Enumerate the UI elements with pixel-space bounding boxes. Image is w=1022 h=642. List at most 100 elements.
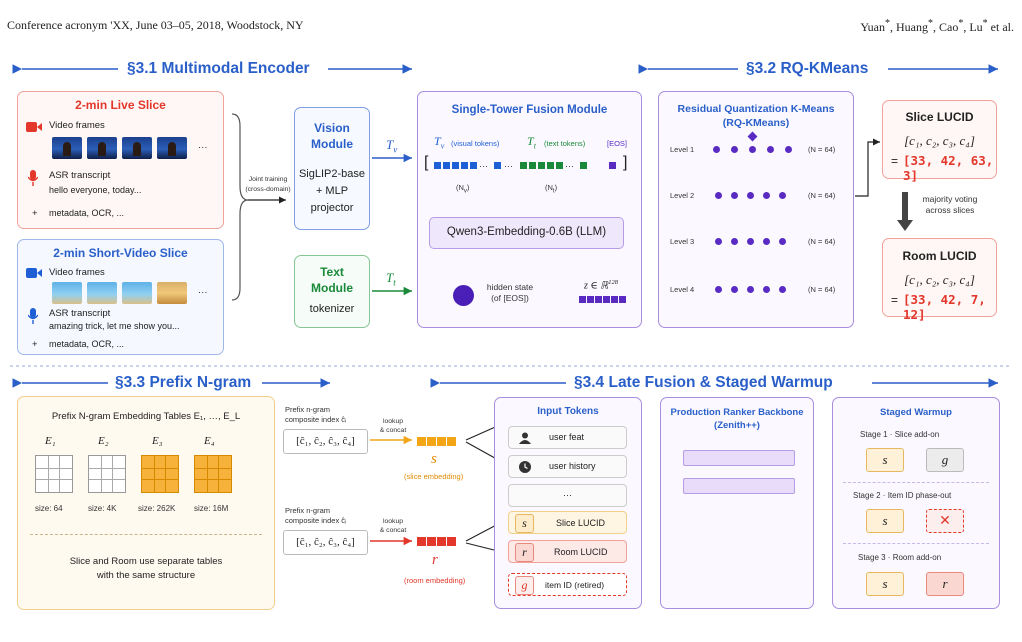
ranker-layer (683, 450, 795, 466)
author: Huang (895, 20, 928, 34)
item-token-symbol: g (515, 576, 534, 595)
text-module-title: Text Module (295, 264, 369, 296)
voting-line2: across slices (925, 205, 975, 215)
text-token (580, 162, 587, 169)
live-frame-thumbnail (122, 137, 152, 159)
table-size: size: 262K (138, 504, 176, 513)
room-token-symbol: r (515, 543, 534, 562)
running-header-left: Conference acronym 'XX, June 03–05, 2018… (7, 18, 304, 32)
cluster-node (747, 286, 754, 293)
room-embedding-symbol: r (432, 552, 438, 568)
embedding-table-grid (88, 455, 126, 493)
visual-token (434, 162, 441, 169)
removed-item-icon: ✕ (926, 509, 964, 533)
text-title-line1: Text (320, 265, 344, 279)
vision-body-line3: projector (310, 202, 354, 214)
tt-subscript: t (533, 141, 536, 151)
short-frame-thumbnail (157, 282, 187, 304)
table-size: size: 16M (194, 504, 229, 513)
microphone-icon (28, 308, 38, 324)
cluster-node (731, 146, 738, 153)
visual-token (461, 162, 468, 169)
slice-lucid-vars: [c₁, c₂, c₃, c₄] (904, 133, 975, 148)
llm-label: Qwen3-Embedding-0.6B (LLM) (446, 226, 607, 238)
majority-voting-label: majority voting across slices (920, 194, 980, 216)
short-asr-text: amazing trick, let me show you... (49, 321, 180, 331)
token-user-feat: user feat (508, 426, 627, 449)
text-token-desc: (text tokens) (544, 139, 586, 148)
embedding-cell (587, 296, 594, 303)
vision-module: Vision Module SigLIP2-base + MLP project… (294, 107, 370, 230)
rq-title-line1: Residual Quantization K-Means (677, 103, 835, 115)
embedding-table-grid (35, 455, 73, 493)
nt-prefix: (N (545, 183, 553, 192)
cluster-node (715, 238, 722, 245)
embedding-table-grid (194, 455, 232, 493)
live-slice-panel: 2-min Live Slice Video frames ··· ASR tr… (17, 91, 224, 229)
nv-prefix: (N (456, 183, 464, 192)
slice-embedding-desc: (slice embedding) (404, 472, 464, 481)
visual-token (494, 162, 501, 169)
user-icon (519, 432, 531, 444)
cluster-node (763, 192, 770, 199)
cluster-node (731, 192, 738, 199)
cluster-node (713, 146, 720, 153)
lookup-concat-label: lookup & concat (375, 417, 411, 435)
slice-token-symbol: s (866, 572, 904, 596)
visual-token (452, 162, 459, 169)
room-token-symbol: r (926, 572, 964, 596)
tv-subscript: v (440, 141, 445, 151)
prefix-divider (30, 534, 262, 535)
tt-symbol: T (386, 270, 394, 285)
short-video-slice-panel: 2-min Short-Video Slice Video frames ···… (17, 239, 224, 355)
ngram-slice-label: Prefix n-gram composite index ĉᵢ (285, 405, 346, 425)
embedding-cell (595, 296, 602, 303)
text-title-line2: Module (311, 281, 353, 295)
vision-title-line1: Vision (314, 121, 350, 135)
live-frame-thumbnail (87, 137, 117, 159)
room-lucid-title: Room LUCID (902, 249, 977, 263)
level-label: Level 3 (670, 237, 695, 246)
prefix-note-line2: with the same structure (96, 570, 196, 581)
live-video-label: Video frames (49, 120, 105, 131)
token-label: user history (549, 461, 596, 471)
plus-sign: + (32, 339, 38, 350)
visual-token (470, 162, 477, 169)
plus-sign: + (32, 208, 38, 219)
ellipsis: ··· (198, 287, 208, 298)
video-camera-icon (26, 268, 42, 278)
hidden-state-line1: hidden state (486, 282, 534, 292)
level-label: Level 1 (670, 145, 695, 154)
tt-arrow-label: Tt (386, 270, 396, 288)
token-dots: ··· (563, 490, 572, 500)
cluster-node (715, 192, 722, 199)
short-metadata: metadata, OCR, ... (49, 339, 125, 349)
lookup-line2: & concat (379, 527, 407, 534)
ranker-title-line1: Production Ranker Backbone (670, 407, 804, 418)
token-user-history: user history (508, 455, 627, 478)
slice-composite-index: [ĉ₁, ĉ₂, ĉ₃, ĉ₄] (296, 435, 355, 447)
text-module: Text Module tokenizer (294, 255, 370, 328)
cluster-node (731, 286, 738, 293)
staged-warmup-panel: Staged Warmup Stage 1 · Slice add-on s g… (832, 397, 1000, 609)
live-frame-thumbnail (157, 137, 187, 159)
lookup-line1: lookup (382, 418, 404, 425)
table-size: size: 64 (35, 504, 63, 513)
llm-block: Qwen3-Embedding-0.6B (LLM) (429, 217, 624, 249)
prefix-note-line1: Slice and Room use separate tables (69, 556, 223, 567)
vision-module-body: SigLIP2-base + MLP projector (295, 166, 369, 217)
live-asr-text: hello everyone, today... (49, 185, 142, 195)
slice-lucid-title: Slice LUCID (905, 110, 974, 124)
codebook-size: (N = 64) (808, 285, 836, 294)
token-label: user feat (549, 432, 585, 442)
slice-token-symbol: s (866, 509, 904, 533)
clock-icon (519, 461, 531, 473)
ranker-layer (683, 478, 795, 494)
embedding-cell (603, 296, 610, 303)
token-label: Slice LUCID (556, 518, 606, 528)
tv-symbol: T (386, 137, 394, 152)
stage-divider (843, 543, 989, 544)
tt-subscript: t (393, 277, 396, 288)
room-embedding-cell (417, 537, 426, 546)
embedding-table-grid (141, 455, 179, 493)
